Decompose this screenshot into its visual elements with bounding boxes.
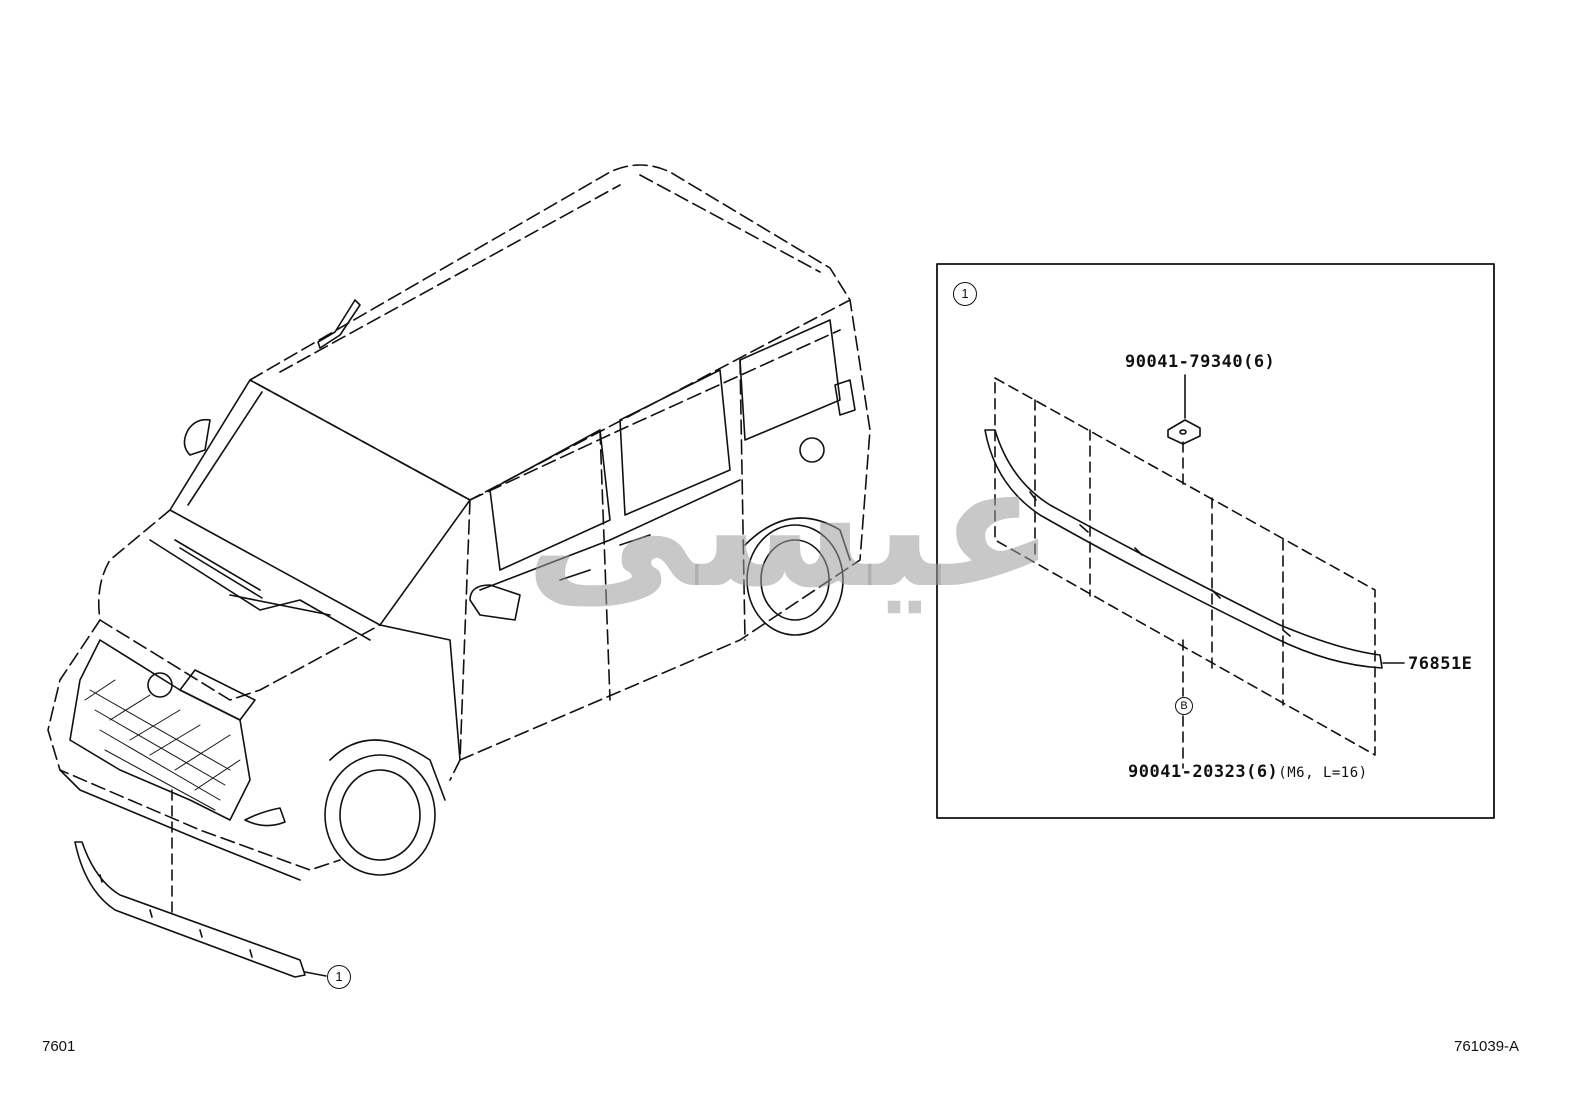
callout-1-text: 1 xyxy=(335,969,343,984)
callout-1-box-text: 1 xyxy=(961,286,969,301)
illustration-id: 761039-A xyxy=(1454,1038,1520,1055)
part-label-bolt: 90041-20323(6)(M6, L=16) xyxy=(1128,762,1368,782)
section-code: 7601 xyxy=(42,1038,76,1055)
detail-box-frame xyxy=(936,263,1495,819)
van-outline-illustration xyxy=(47,164,871,919)
callout-1-strip: 1 xyxy=(327,965,351,989)
bolt-number: 90041-20323(6) xyxy=(1128,762,1279,782)
detail-box-contents xyxy=(984,374,1405,769)
part-label-clip: 90041-79340(6) xyxy=(1125,352,1276,372)
callout-b-text: B xyxy=(1180,700,1188,712)
callout-b-bolt: B xyxy=(1175,697,1193,715)
bolt-spec: (M6, L=16) xyxy=(1278,765,1368,781)
part-label-molding: 76851E xyxy=(1408,654,1473,674)
watermark-text: عيسى xyxy=(525,428,1056,626)
callout-1-detail-box: 1 xyxy=(953,282,977,306)
bumper-molding-strip xyxy=(74,841,327,978)
